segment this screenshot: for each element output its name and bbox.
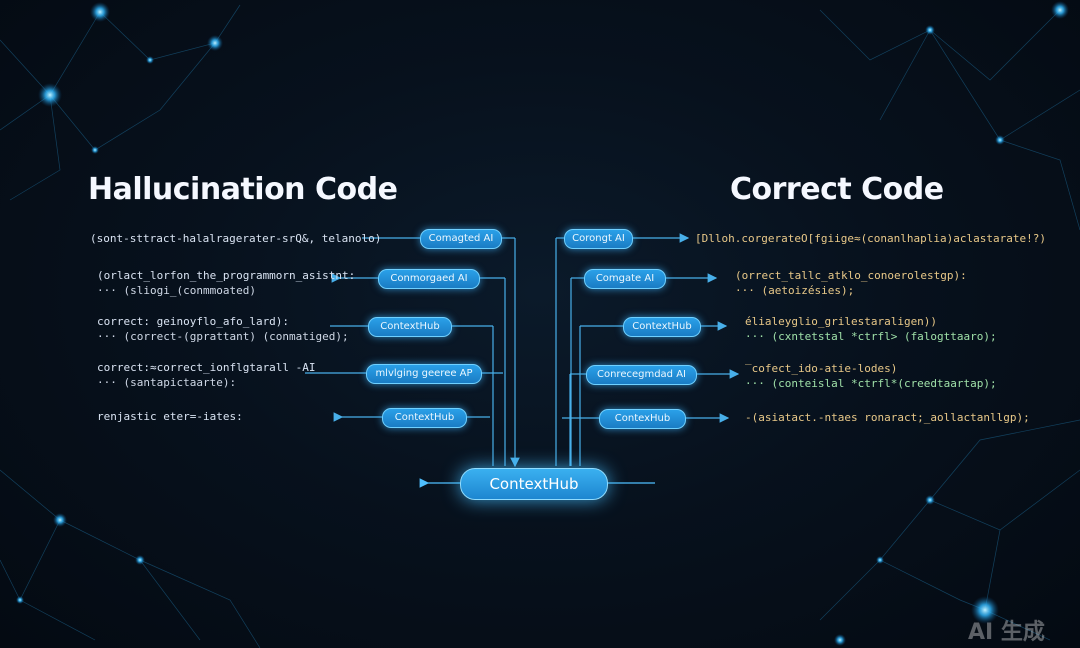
right-code-line: [Dlloh.corgerateO[fgiige≈(conanlhaplia)a… (695, 232, 1046, 245)
right-connectors (555, 233, 740, 466)
right-code-subline: ··· (conteislal *ctrfl*(creedtaartap); (745, 377, 997, 390)
right-pill-3: ContextHub (623, 317, 701, 337)
right-code-subline: ··· (cxntetstal *ctrfl> (falogttaaro); (745, 330, 997, 343)
left-pill-3: ContextHub (368, 317, 452, 337)
left-code-line: renjastic eter=-iates: (97, 410, 243, 423)
left-pill-4: mlvlging geeree AP (366, 364, 482, 384)
left-code-subline: ··· (correct-(gprattant) (conmatiged); (97, 330, 349, 343)
network-nodes (16, 1, 1069, 646)
left-connectors (305, 237, 520, 468)
right-pill-4: Conrecegmdad AI (586, 365, 697, 385)
hallucination-code-title: Hallucination Code (88, 172, 398, 207)
right-code-line: (orrect_tallc_atklo_conoerolestgp): (735, 269, 967, 282)
left-code-subline: ··· (santapictaarte): (97, 376, 237, 389)
left-code-line: correct: geinoyflo_afo_lard): (97, 315, 290, 328)
left-code-subline: ··· (sliogi_(conmmoated) (97, 284, 256, 297)
left-pill-1: Comagted AI (420, 229, 502, 249)
left-pill-5: ContextHub (382, 408, 467, 428)
right-code-line: ‾cofect_ido-atie-lodes) (745, 362, 898, 375)
right-code-line: élialeyglio_grilestaraligen)) (745, 315, 938, 328)
right-code-line: -(asiatact.-ntaes ronaract;_aollactanllg… (745, 411, 1030, 424)
right-pill-5: ContexHub (599, 409, 686, 429)
left-code-line: (sont-sttract-halal‪ragerater-srQ&, tela… (90, 232, 382, 245)
watermark: AI 生成 (968, 620, 1045, 645)
right-pill-2: Comgate AI (584, 269, 666, 289)
left-code-line: correct:≈correct_ionflgtarall -AI (97, 361, 316, 374)
left-code-line: (orlact_lorfon_the_programmorn_asistnt: (97, 269, 356, 282)
correct-code-title: Correct Code (730, 172, 944, 207)
right-code-subline: ··· (aetoizésies); (735, 284, 855, 297)
left-pill-2: Conmorgaed AI (378, 269, 480, 289)
right-pill-1: Corongt AI (564, 229, 633, 249)
contexthub-node: ContextHub (460, 468, 608, 500)
